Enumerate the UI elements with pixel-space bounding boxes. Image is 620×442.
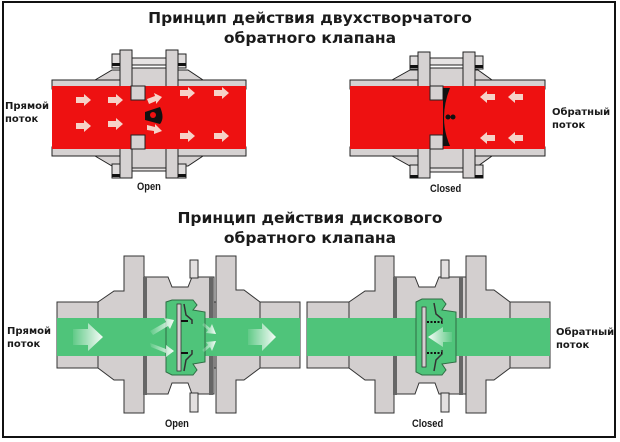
flow-arrows-reverse — [480, 91, 523, 144]
label-line: поток — [7, 339, 41, 350]
top-right-state: Closed — [430, 183, 462, 195]
bottom-right-state: Closed — [412, 418, 444, 430]
top-right-flow-label: Обратный поток — [552, 106, 610, 132]
bottom-title-line1: Принцип действия дискового — [177, 209, 443, 227]
flow-arrows-forward — [76, 87, 229, 142]
bottom-left-flow-label: Прямой поток — [7, 325, 51, 351]
top-title-line2: обратного клапана — [223, 29, 397, 47]
label-line: Прямой — [5, 101, 49, 112]
dual-plate-valve-closed — [349, 51, 546, 179]
closed-plates-icon — [443, 88, 450, 146]
disc-open-icon — [176, 303, 182, 372]
label-line: Обратный — [556, 327, 615, 338]
label-line: Прямой — [7, 326, 51, 337]
disc-valve-open — [56, 255, 301, 414]
disc-closed-icon — [421, 306, 427, 368]
flow-arrow-reverse — [428, 327, 452, 347]
flow-arrow-out — [248, 323, 276, 351]
flow-arrow-in — [73, 323, 103, 351]
top-title-line1: Принцип действия двухстворчатого — [148, 9, 472, 27]
label-line: поток — [556, 340, 590, 351]
bottom-left-state: Open — [165, 418, 189, 430]
dual-plate-valve-open — [51, 49, 247, 179]
label-line: поток — [552, 120, 586, 131]
top-left-flow-label: Прямой поток — [5, 100, 49, 126]
label-line: поток — [5, 114, 39, 125]
top-left-state: Open — [137, 181, 161, 193]
label-line: Обратный — [552, 107, 611, 118]
flow-reverse-green — [449, 318, 550, 356]
disc-valve-closed — [306, 255, 551, 414]
bottom-right-flow-label: Обратный поток — [556, 326, 614, 352]
image-border — [2, 1, 616, 438]
bottom-title-line2: обратного клапана — [223, 229, 397, 247]
